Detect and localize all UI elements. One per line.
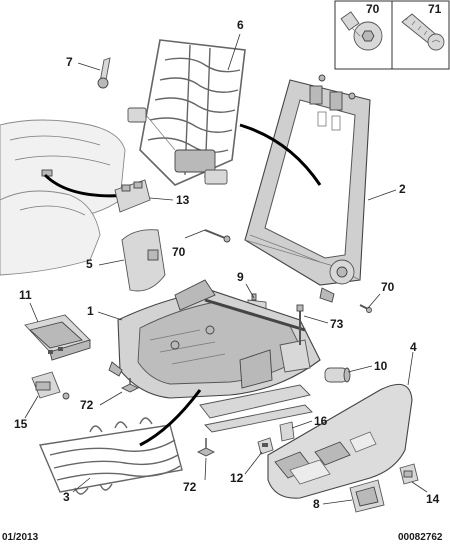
clip-72-upper (120, 378, 140, 393)
recline-lever (97, 57, 111, 89)
callout-11: 11 (19, 288, 32, 302)
screw-71-label: 71 (428, 2, 442, 16)
screw-70-right (359, 304, 372, 313)
callout-2: 2 (399, 182, 406, 196)
callout-15: 15 (14, 417, 28, 431)
screw-inset: 70 71 (334, 0, 450, 70)
backrest-side-cover (121, 229, 166, 292)
seat-spring-mat (39, 417, 183, 495)
screw-70-label: 70 (366, 2, 380, 16)
callout-9: 9 (237, 270, 244, 284)
side-switch-module (349, 479, 385, 513)
callout-70-left: 70 (172, 245, 186, 259)
callout-12: 12 (230, 471, 244, 485)
backrest-spring-mat (127, 39, 246, 186)
callout-16: 16 (314, 414, 328, 428)
leader-lines (24, 33, 428, 505)
callout-4: 4 (410, 340, 417, 354)
switch-connector (257, 437, 274, 455)
callout-13: 13 (176, 193, 190, 207)
callout-5: 5 (86, 257, 93, 271)
callout-3: 3 (63, 490, 70, 504)
torx-screw-icon (340, 11, 383, 51)
callout-8: 8 (313, 497, 320, 511)
seat-frame (108, 279, 321, 433)
callout-7: 7 (66, 55, 73, 69)
trim-clip (279, 421, 295, 442)
wiring-connector (31, 371, 70, 400)
bolt-73 (296, 304, 304, 345)
seat-side-trim (267, 383, 413, 499)
callout-72-lower: 72 (183, 480, 197, 494)
callout-72-upper: 72 (80, 398, 94, 412)
callout-10: 10 (374, 359, 388, 373)
callout-70-right: 70 (381, 280, 395, 294)
seat-switch (114, 179, 151, 213)
footer-date: 01/2013 (2, 532, 39, 543)
callout-73: 73 (330, 317, 344, 331)
height-adjuster-cylinder (324, 367, 351, 383)
screw-70-frame (204, 229, 231, 243)
small-switch (399, 463, 419, 485)
backrest-frame (244, 74, 371, 303)
callout-6: 6 (237, 18, 244, 32)
callout-1: 1 (87, 304, 94, 318)
clip-72-lower (196, 438, 216, 457)
door-trim-context (0, 119, 126, 276)
seat-control-module (24, 314, 91, 361)
callout-numbers: 6 7 2 13 70 5 9 70 11 1 73 4 10 72 15 16… (14, 18, 440, 511)
tapping-screw-icon (401, 13, 445, 51)
callout-14: 14 (426, 492, 440, 506)
footer-doc-number: 00082762 (398, 532, 443, 543)
